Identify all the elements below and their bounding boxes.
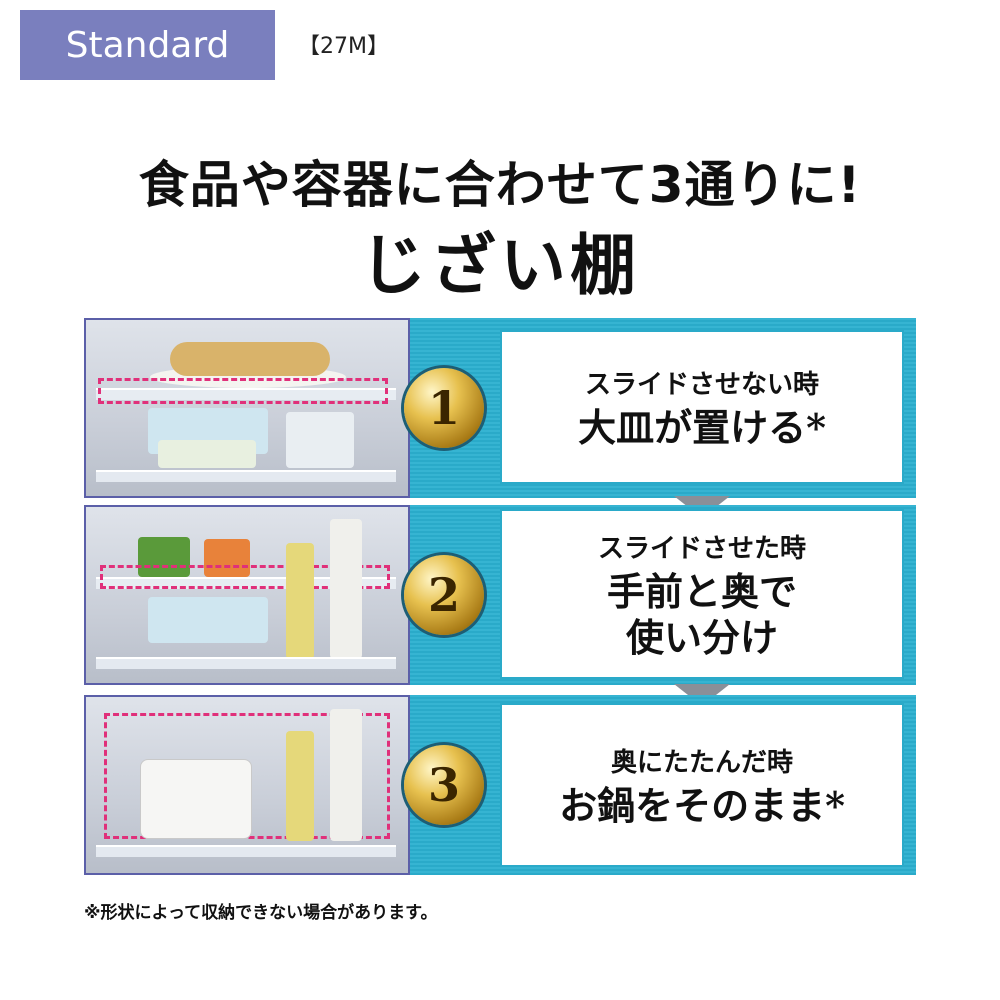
shelf-1 <box>96 388 396 400</box>
veg-container-left <box>138 537 190 577</box>
shelf-highlight-1 <box>98 378 388 404</box>
model-label: 【27M】 <box>298 34 389 59</box>
feature-panel-2: 2 スライドさせた時 手前と奥で 使い分け <box>404 505 916 685</box>
shelf-highlight-2 <box>100 565 390 589</box>
fridge-photo-2 <box>84 505 410 685</box>
feature-text-2: スライドさせた時 手前と奥で 使い分け <box>500 509 904 679</box>
shelf-lower-1 <box>96 470 396 482</box>
headline-line-1: 食品や容器に合わせて3通りに! <box>138 156 862 214</box>
shelf-lower-2 <box>96 657 396 669</box>
pot <box>140 759 252 839</box>
feature-text-3: 奥にたたんだ時 お鍋をそのまま* <box>500 703 904 867</box>
feature-row-2: 2 スライドさせた時 手前と奥で 使い分け <box>84 505 916 685</box>
feature-main-1: 大皿が置ける* <box>578 404 826 450</box>
fridge-photo-3 <box>84 695 410 875</box>
feature-sub-2: スライドさせた時 <box>597 533 806 564</box>
feature-sub-3: 奥にたたんだ時 <box>610 747 793 778</box>
cans-2 <box>148 597 268 643</box>
bottle-yellow-3 <box>286 731 314 841</box>
container-rolls <box>158 440 256 468</box>
containers-right <box>286 412 354 468</box>
feature-main-3: お鍋をそのまま* <box>559 782 845 828</box>
feature-row-1: 1 スライドさせない時 大皿が置ける* <box>84 318 916 498</box>
number-badge-2: 2 <box>404 555 484 635</box>
feature-main-2b: 使い分け <box>625 614 778 660</box>
fridge-photo-1 <box>84 318 410 498</box>
feature-sub-1: スライドさせない時 <box>584 369 819 400</box>
headline-line-2: じざい棚 <box>360 227 640 304</box>
bottle-tea <box>330 519 362 659</box>
footnote: ※形状によって収納できない場合があります。 <box>84 903 438 923</box>
feature-panel-1: 1 スライドさせない時 大皿が置ける* <box>404 318 916 498</box>
feature-row-3: 3 奥にたたんだ時 お鍋をそのまま* <box>84 695 916 875</box>
feature-text-1: スライドさせない時 大皿が置ける* <box>500 330 904 484</box>
bottle-yellow <box>286 543 314 659</box>
feature-panel-3: 3 奥にたたんだ時 お鍋をそのまま* <box>404 695 916 875</box>
number-badge-3: 3 <box>404 745 484 825</box>
edition-badge: Standard <box>20 10 275 80</box>
feature-main-2a: 手前と奥で <box>606 568 797 614</box>
shelf-lower-3 <box>96 845 396 857</box>
food-on-platter <box>170 342 330 376</box>
bottle-tea-3 <box>330 709 362 841</box>
veg-container-right <box>204 539 250 577</box>
number-badge-1: 1 <box>404 368 484 448</box>
